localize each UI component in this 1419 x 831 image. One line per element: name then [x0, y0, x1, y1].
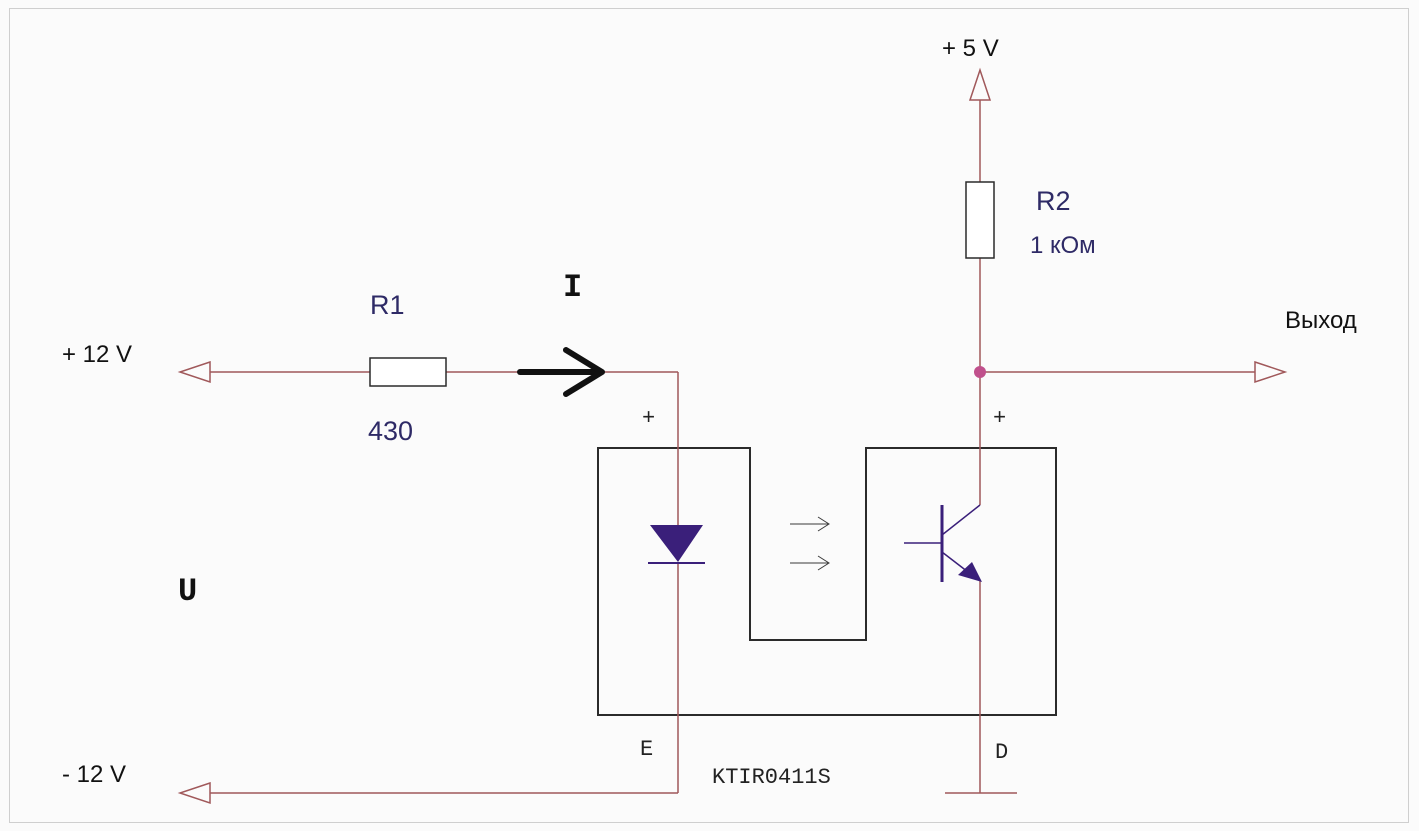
- label-led-plus: +: [642, 406, 655, 431]
- wires: [210, 100, 1255, 794]
- label-part-number: KTIR0411S: [712, 765, 831, 790]
- terminal-output-icon: [1254, 360, 1288, 384]
- label-voltage: U: [178, 573, 197, 610]
- current-arrow-icon: [517, 347, 605, 397]
- light-arrows-icon: [790, 516, 830, 571]
- label-r1-name: R1: [370, 290, 405, 320]
- terminals: [177, 67, 1288, 805]
- label-pin-e: E: [640, 737, 653, 762]
- label-plus12: + 12 V: [62, 341, 132, 368]
- phototransistor-icon: [904, 504, 982, 582]
- junction-node: [974, 366, 986, 378]
- label-r1-value: 430: [368, 416, 413, 446]
- label-transistor-plus: +: [993, 406, 1006, 431]
- led-diode-icon: [648, 525, 705, 564]
- sensor-body: [597, 447, 1057, 716]
- label-pin-d: D: [995, 740, 1008, 765]
- resistor-r1: [369, 357, 447, 387]
- label-r2-value: 1 кОм: [1030, 232, 1096, 259]
- terminal-plus12-icon: [177, 360, 211, 384]
- label-plus5: + 5 V: [942, 35, 999, 62]
- terminal-minus12-icon: [177, 781, 211, 805]
- resistor-r2: [965, 181, 995, 259]
- label-output: Выход: [1285, 307, 1357, 334]
- diagram-frame: [9, 8, 1409, 823]
- label-r2-name: R2: [1036, 186, 1071, 216]
- label-minus12: - 12 V: [62, 761, 126, 788]
- label-current: I: [563, 269, 582, 306]
- terminal-plus5-icon: [968, 67, 992, 101]
